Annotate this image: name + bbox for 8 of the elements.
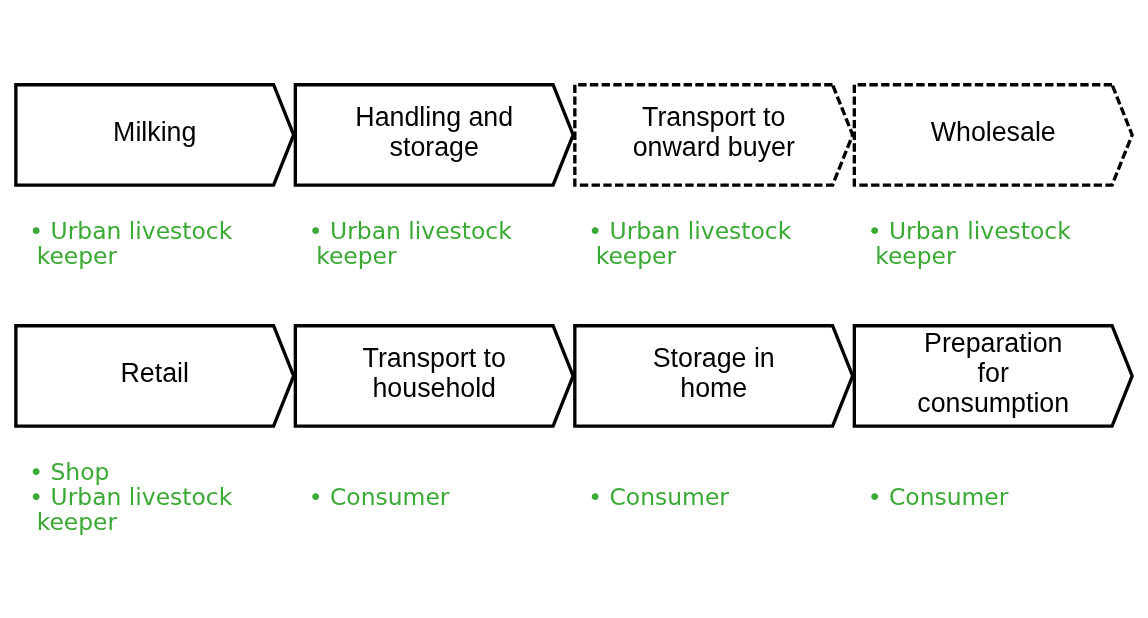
node-label: • Consumer xyxy=(867,483,1009,512)
node-label: • Urban livestock keeper xyxy=(867,217,1071,271)
node-label: • Consumer xyxy=(308,483,450,512)
node-label: • Urban livestock keeper xyxy=(588,217,792,271)
node-label: • Urban livestock keeper xyxy=(308,217,512,271)
node-label: • Shop xyxy=(29,458,110,487)
node-label: • Urban livestock keeper xyxy=(29,217,233,271)
node-label: • Consumer xyxy=(588,483,729,512)
